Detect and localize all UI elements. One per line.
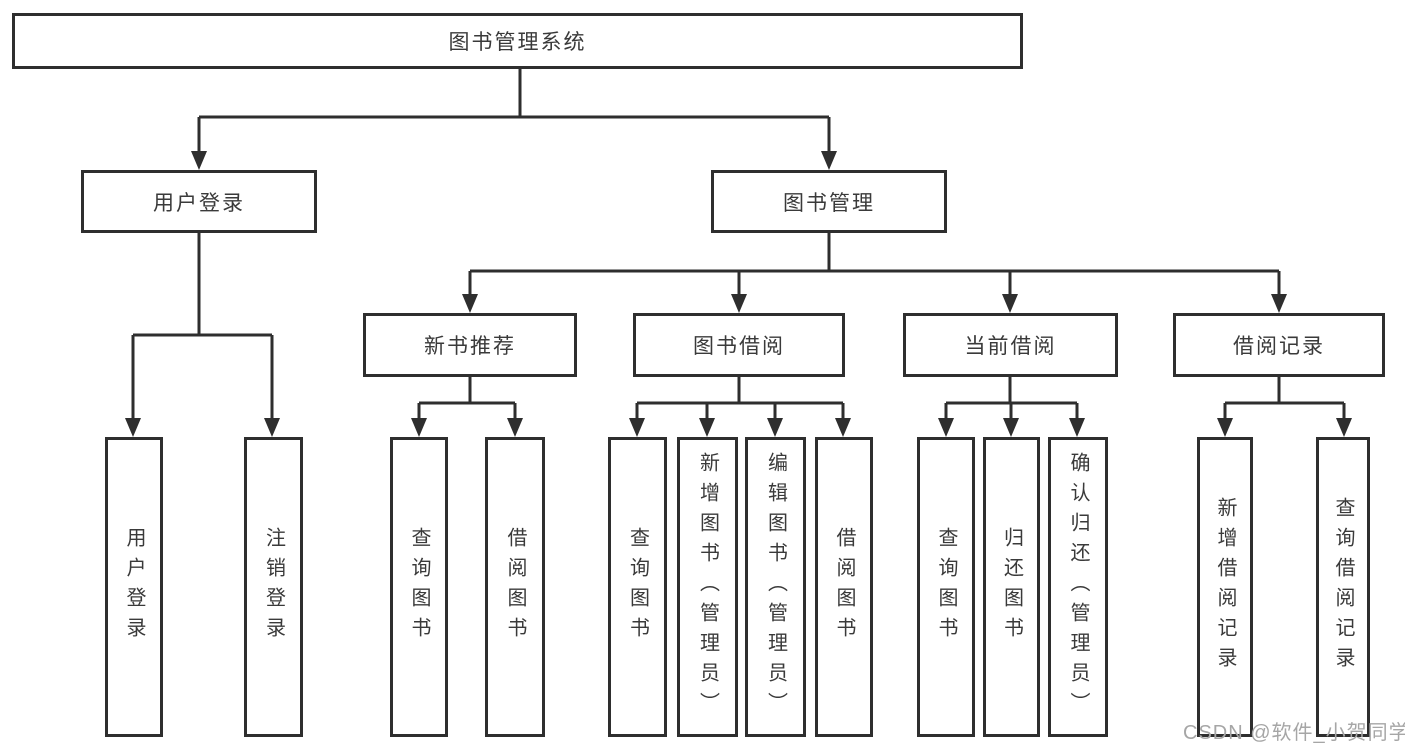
arrowheads-path (125, 151, 1352, 437)
node-user-login: 用户登录 (81, 170, 317, 233)
node-book-borrow: 图书借阅 (633, 313, 845, 377)
node-borrow-record: 借阅记录 (1173, 313, 1385, 377)
node-user-login-action: 用户登录 (105, 437, 163, 737)
node-new-book-recommend: 新书推荐 (363, 313, 577, 377)
node-bb-query-book: 查询图书 (608, 437, 667, 737)
node-br-add-record: 新增借阅记录 (1197, 437, 1253, 737)
node-cb-confirm-return-admin: 确认归还（管理员） (1048, 437, 1108, 737)
node-bb-borrow-book: 借阅图书 (815, 437, 873, 737)
node-nb-borrow-book: 借阅图书 (485, 437, 545, 737)
node-book-management: 图书管理 (711, 170, 947, 233)
connector-path (131, 69, 1346, 420)
node-current-borrow: 当前借阅 (903, 313, 1118, 377)
node-bb-add-book-admin: 新增图书（管理员） (677, 437, 738, 737)
node-cb-query-book: 查询图书 (917, 437, 975, 737)
node-cb-return-book: 归还图书 (983, 437, 1040, 737)
node-logout-action: 注销登录 (244, 437, 303, 737)
node-root: 图书管理系统 (12, 13, 1023, 69)
node-nb-query-book: 查询图书 (390, 437, 448, 737)
node-bb-edit-book-admin: 编辑图书（管理员） (745, 437, 806, 737)
watermark: CSDN @软件_小贺同学 (1183, 722, 1405, 744)
node-br-query-record: 查询借阅记录 (1316, 437, 1370, 737)
